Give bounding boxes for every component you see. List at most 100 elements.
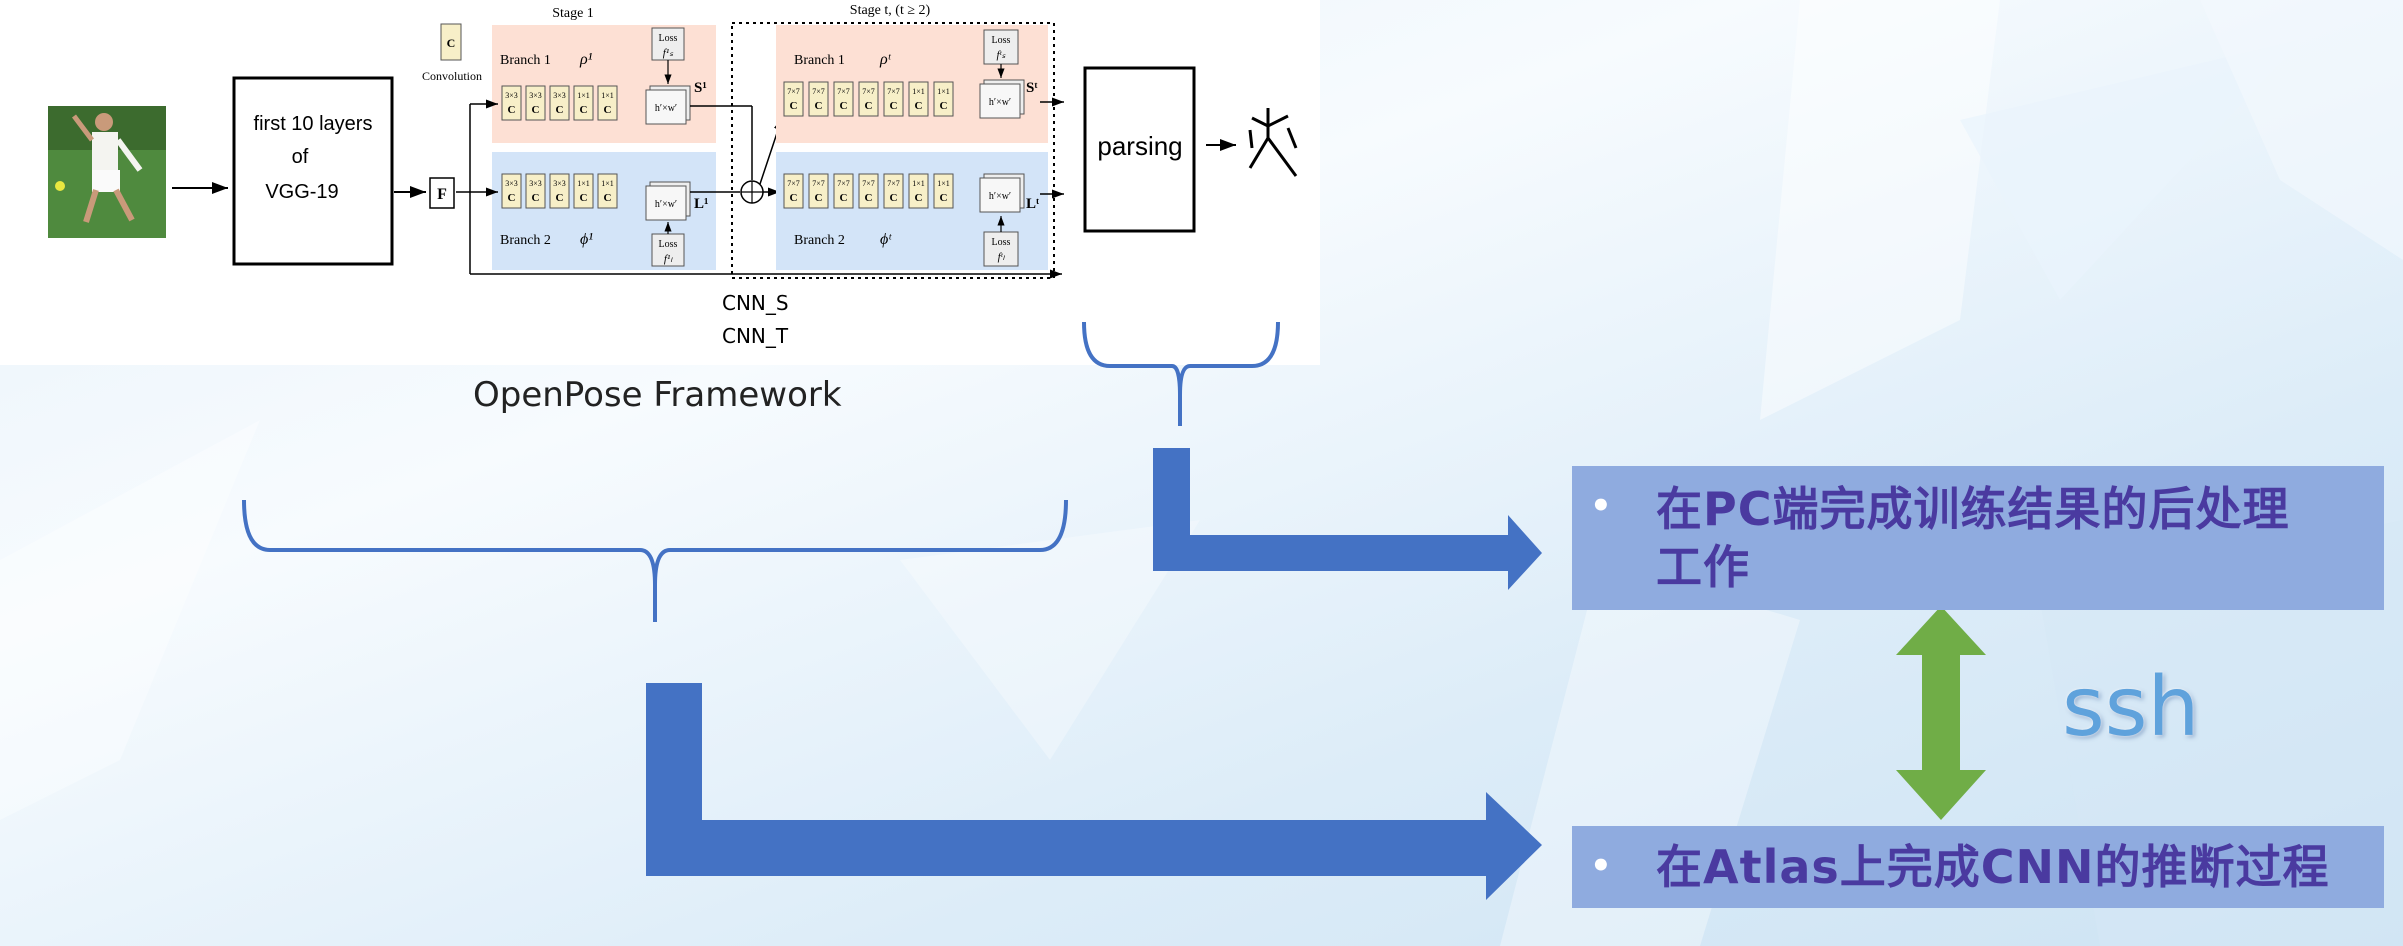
stage1-branch2-block-1 bbox=[525, 173, 546, 209]
stage1-branch1-block-1 bbox=[525, 85, 546, 121]
staget-branch2-block-2 bbox=[833, 173, 854, 209]
parsing-block bbox=[1083, 66, 1196, 233]
staget-branch2-block-5 bbox=[908, 173, 929, 209]
staget-branch2-symbol-2: C bbox=[840, 192, 848, 204]
staget-branch1-kernel-1: 7×7 bbox=[812, 87, 825, 96]
staget-phi: ϕᵗ bbox=[880, 231, 892, 248]
stage1-loss-s: Loss f¹ₛ bbox=[651, 27, 685, 84]
staget-branch1-kernel-3: 7×7 bbox=[862, 87, 875, 96]
convolution-legend-label: Convolution bbox=[422, 69, 482, 83]
stage1-branch1-symbol-2: C bbox=[556, 104, 564, 116]
stage1-branch2-kernel-3: 1×1 bbox=[577, 179, 590, 188]
staget-branch1-symbol-5: C bbox=[915, 100, 923, 112]
staget-loss-s: Loss fᵗₛ bbox=[983, 29, 1019, 78]
stage1-branch2-block-0 bbox=[501, 173, 522, 209]
bullet-dot: • bbox=[1590, 846, 1612, 886]
staget-loss-l-fn: fᵗₗ bbox=[998, 251, 1006, 263]
bullet-pc-postprocess: • 在PC端完成训练结果的后处理 工作 bbox=[1572, 466, 2384, 610]
stage1-branch2-block-2 bbox=[549, 173, 570, 209]
staget-branch2-kernel-1: 7×7 bbox=[812, 179, 825, 188]
staget-branch2-cnn-blocks: 7×7C7×7C7×7C7×7C7×7C1×1C1×1C bbox=[783, 173, 954, 209]
staget-branch1-kernel-6: 1×1 bbox=[937, 87, 950, 96]
staget-branch2-block-0 bbox=[783, 173, 804, 209]
staget-branch2-block-6 bbox=[933, 173, 954, 209]
stage1-loss-s-title: Loss bbox=[659, 33, 678, 44]
staget-branch2-kernel-3: 7×7 bbox=[862, 179, 875, 188]
staget-branch1-cnn-blocks: 7×7C7×7C7×7C7×7C7×7C1×1C1×1C bbox=[783, 81, 954, 117]
stage1-branch1-kernel-2: 3×3 bbox=[553, 91, 566, 100]
stage1-branch1-block-4 bbox=[597, 85, 618, 121]
feature-map-label: F bbox=[437, 186, 447, 203]
stage1-branch1-cnn-blocks: 3×3C3×3C3×3C1×1C1×1C bbox=[501, 85, 618, 121]
bullet-dot: • bbox=[1590, 486, 1612, 526]
staget-loss-s-title: Loss bbox=[992, 35, 1011, 46]
staget-branch2-symbol-5: C bbox=[915, 192, 923, 204]
staget-branch2-kernel-0: 7×7 bbox=[787, 179, 800, 188]
stage1-branch1-block-0 bbox=[501, 85, 522, 121]
staget-branch1-symbol-6: C bbox=[940, 100, 948, 112]
stage1-output-l-dims: h′×w′ bbox=[655, 199, 677, 210]
stage1-branch1-kernel-0: 3×3 bbox=[505, 91, 518, 100]
staget-branch1-block-1 bbox=[808, 81, 829, 117]
stage1-branch1-kernel-3: 1×1 bbox=[577, 91, 590, 100]
stage1-s1-label: S¹ bbox=[694, 80, 707, 96]
staget-branch2-symbol-6: C bbox=[940, 192, 948, 204]
staget-output-l-dims: h′×w′ bbox=[989, 191, 1011, 202]
stage1-branch2-kernel-2: 3×3 bbox=[553, 179, 566, 188]
elbow-arrow-top bbox=[1153, 448, 1542, 590]
stage1-branch1-kernel-4: 1×1 bbox=[601, 91, 614, 100]
staget-branch2-symbol-4: C bbox=[890, 192, 898, 204]
bullet-pc-line-1: 在PC端完成训练结果的后处理 bbox=[1656, 482, 2290, 536]
staget-output-l: h′×w′ Lᵗ bbox=[979, 173, 1064, 213]
staget-output-s-dims: h′×w′ bbox=[989, 97, 1011, 108]
staget-output-s: h′×w′ Sᵗ bbox=[979, 79, 1064, 119]
stage-t-title: Stage t, (t ≥ 2) bbox=[850, 3, 931, 18]
stage-t-frame bbox=[731, 22, 1055, 279]
stage1-output-l1: h′×w′ L¹ bbox=[645, 181, 709, 221]
stage1-branch2-block-3 bbox=[573, 173, 594, 209]
elbow-arrow-bottom bbox=[646, 683, 1542, 900]
stage1-branch1-label: Branch 1 bbox=[500, 53, 551, 68]
staget-branch2-label: Branch 2 bbox=[794, 233, 845, 248]
parsing-label: parsing bbox=[1097, 131, 1182, 161]
stage1-branch2-symbol-0: C bbox=[508, 192, 516, 204]
staget-branch1-symbol-4: C bbox=[890, 100, 898, 112]
staget-branch1-symbol-1: C bbox=[815, 100, 823, 112]
staget-rho: ρᵗ bbox=[879, 51, 892, 68]
brace-openpose bbox=[242, 499, 1068, 622]
stick-figure-icon bbox=[1248, 108, 1298, 177]
stage1-branch2-label: Branch 2 bbox=[500, 233, 551, 248]
staget-branch1-block-5 bbox=[908, 81, 929, 117]
staget-branch2-block-4 bbox=[883, 173, 904, 209]
convolution-legend-symbol: C bbox=[447, 36, 456, 50]
staget-branch1-kernel-0: 7×7 bbox=[787, 87, 800, 96]
stage1-loss-l-fn: f¹ₗ bbox=[664, 253, 673, 265]
stage1-rho: ρ¹ bbox=[579, 51, 593, 68]
input-photo bbox=[48, 106, 166, 238]
stage1-branch1-symbol-1: C bbox=[532, 104, 540, 116]
staget-branch2-kernel-6: 1×1 bbox=[937, 179, 950, 188]
stage1-loss-s-fn: f¹ₛ bbox=[663, 47, 674, 59]
stage1-branch2-symbol-2: C bbox=[556, 192, 564, 204]
bullet-pc-line-2: 工作 bbox=[1656, 540, 1750, 594]
stage1-branch1-symbol-0: C bbox=[508, 104, 516, 116]
stage1-branch2-kernel-1: 3×3 bbox=[529, 179, 542, 188]
stage1-branch2-block-4 bbox=[597, 173, 618, 209]
framework-caption: OpenPose Framework bbox=[473, 375, 842, 415]
staget-branch2-kernel-5: 1×1 bbox=[912, 179, 925, 188]
stage1-l1-label: L¹ bbox=[694, 196, 709, 212]
feature-map-f bbox=[429, 177, 455, 209]
staget-branch2-block-3 bbox=[858, 173, 879, 209]
stage1-output-s-dims: h′×w′ bbox=[655, 103, 677, 114]
stage1-branch2-symbol-4: C bbox=[604, 192, 612, 204]
staget-branch1-label: Branch 1 bbox=[794, 53, 845, 68]
convolution-legend-block bbox=[440, 23, 462, 61]
vgg-block bbox=[232, 76, 394, 266]
stage1-branch2-symbol-1: C bbox=[532, 192, 540, 204]
staget-branch1-symbol-3: C bbox=[865, 100, 873, 112]
stage1-loss-l-title: Loss bbox=[659, 239, 678, 250]
stage1-title: Stage 1 bbox=[552, 6, 594, 21]
vgg-line-2: of bbox=[292, 146, 309, 168]
staget-branch2-symbol-0: C bbox=[790, 192, 798, 204]
stage1-output-s1: h′×w′ S¹ bbox=[645, 80, 707, 125]
